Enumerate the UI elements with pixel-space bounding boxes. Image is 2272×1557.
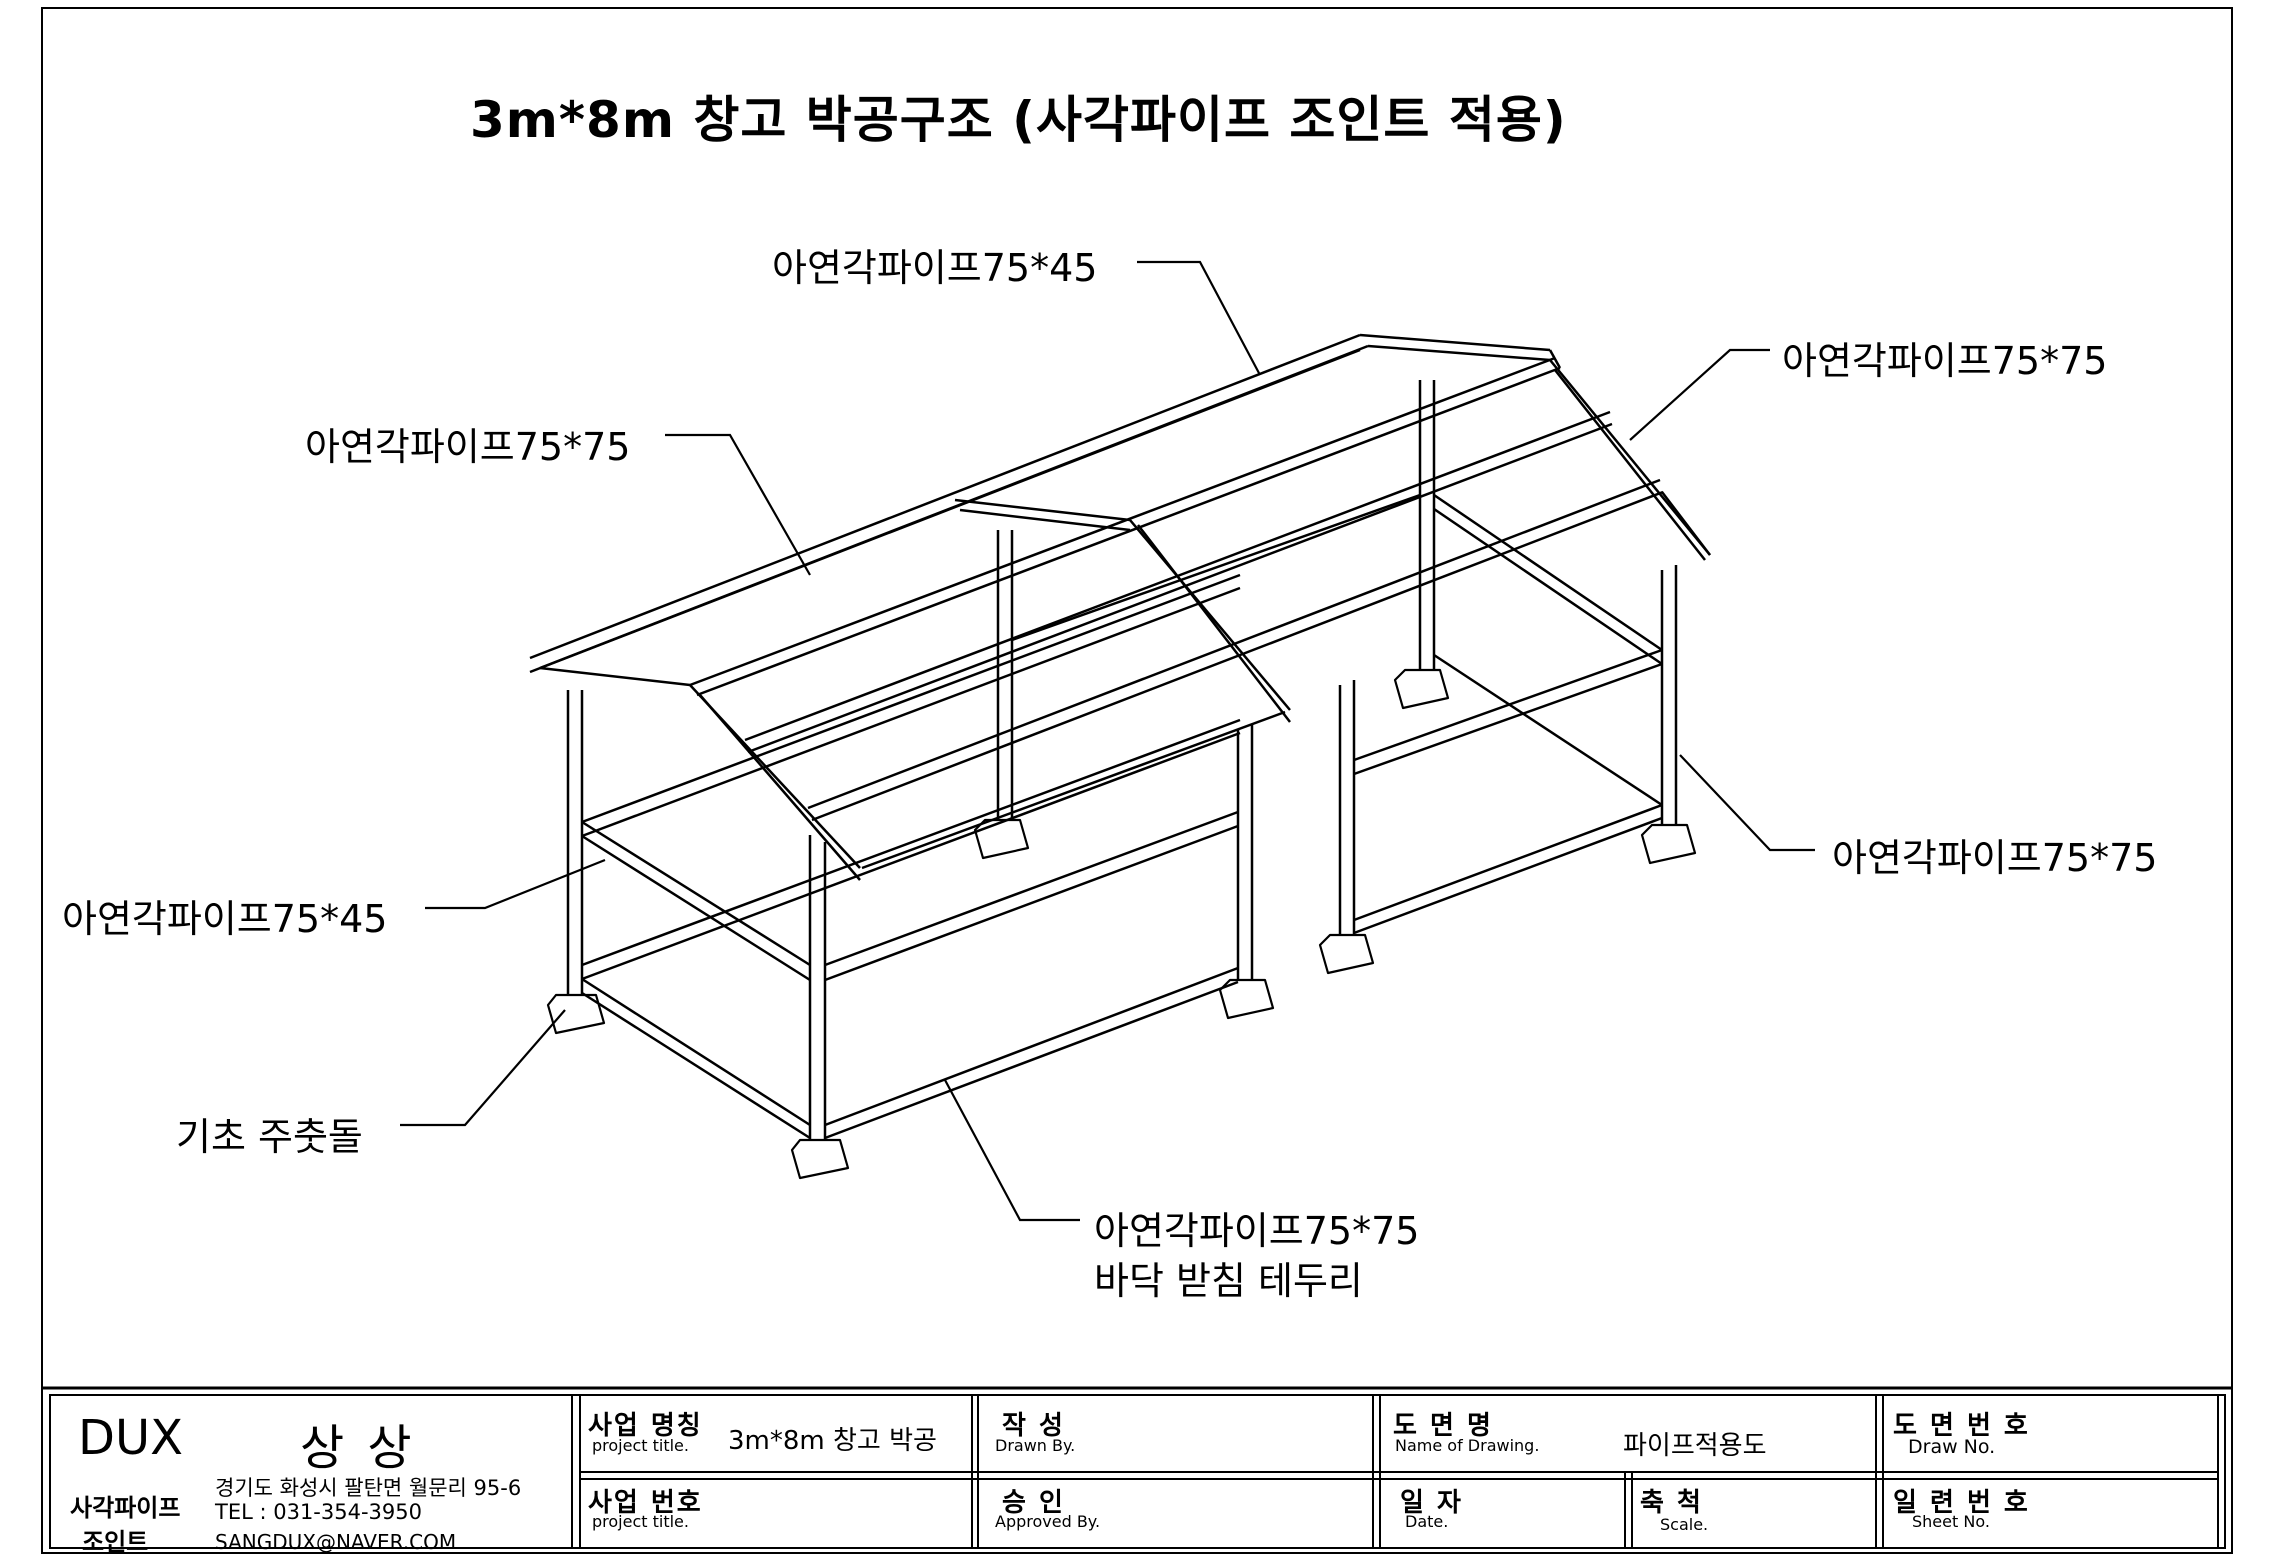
brand-logo: DUX [78, 1410, 183, 1466]
leader-right-rafter [1629, 348, 1770, 441]
leader-ridge [1137, 260, 1261, 376]
posts [566, 380, 1678, 1140]
project-no-label: 사업 번호 [588, 1488, 703, 1518]
mid-beams [581, 493, 1663, 982]
drawing-name-value: 파이프적용도 [1623, 1431, 1767, 1461]
warehouse-frame-drawing [529, 333, 1711, 1180]
project-no-sublabel: project title. [592, 1512, 689, 1531]
project-name-value: 3m*8m 창고 박공 [728, 1426, 937, 1456]
company-subtitle-2: 조인트 [82, 1528, 149, 1556]
leader-floor [944, 1079, 1080, 1222]
front-gable [539, 498, 1291, 881]
date-label: 일 자 [1400, 1488, 1463, 1518]
callout-left-beam: 아연각파이프75*45 [62, 897, 388, 941]
callout-foundation: 기초 주춧돌 [176, 1115, 363, 1159]
callout-floor-pipe: 아연각파이프75*75 [1094, 1209, 1420, 1253]
project-name-label: 사업 명칭 [588, 1411, 703, 1441]
footings [546, 668, 1697, 1180]
drawn-by-sublabel: Drawn By. [995, 1436, 1076, 1455]
roof-rails [529, 333, 1664, 822]
date-sublabel: Date. [1405, 1512, 1449, 1531]
callout-ridge-pipe: 아연각파이프75*45 [772, 246, 1098, 290]
approved-by-sublabel: Approved By. [995, 1512, 1101, 1531]
company-subtitle-1: 사각파이프 [70, 1494, 181, 1522]
leader-foundation [400, 1009, 566, 1127]
callout-floor-rim: 바닥 받침 테두리 [1094, 1259, 1363, 1303]
sheet-no-label: 일 련 번 호 [1893, 1488, 2030, 1518]
drawing-title: 3m*8m 창고 박공구조 (사각파이프 조인트 적용) [470, 91, 1567, 149]
callout-left-rafter: 아연각파이프75*75 [305, 425, 631, 469]
right-gable [1549, 359, 1711, 561]
project-name-sublabel: project title. [592, 1436, 689, 1455]
drawn-by-label: 작 성 [1002, 1411, 1065, 1441]
drawing-name-label: 도 면 명 [1393, 1411, 1493, 1441]
scale-label: 축 척 [1640, 1488, 1703, 1518]
callout-right-post: 아연각파이프75*75 [1832, 836, 2158, 880]
leader-lines [400, 260, 1815, 1222]
company-address: 경기도 화성시 팔탄면 월문리 95-6 [215, 1476, 522, 1500]
draw-no-label: 도 면 번 호 [1893, 1411, 2030, 1441]
company-tel: TEL : 031-354-3950 [215, 1500, 422, 1524]
sheet-no-sublabel: Sheet No. [1912, 1512, 1990, 1531]
leader-left-rafter [665, 433, 811, 576]
callout-right-rafter: 아연각파이프75*75 [1782, 339, 2108, 383]
leader-left-beam [425, 858, 606, 910]
scale-sublabel: Scale. [1660, 1515, 1709, 1534]
drawing-name-sublabel: Name of Drawing. [1395, 1436, 1540, 1455]
title-block-frame [42, 1386, 2232, 1549]
leader-right-post [1679, 754, 1815, 852]
sheet-border [41, 7, 2233, 1554]
company-name: 상 상 [300, 1420, 416, 1476]
company-email: SANGDUX@NAVER.COM [215, 1530, 457, 1554]
floor-rim [581, 653, 1663, 1140]
draw-no-sublabel: Draw No. [1908, 1436, 1996, 1458]
approved-by-label: 승 인 [1002, 1488, 1065, 1518]
